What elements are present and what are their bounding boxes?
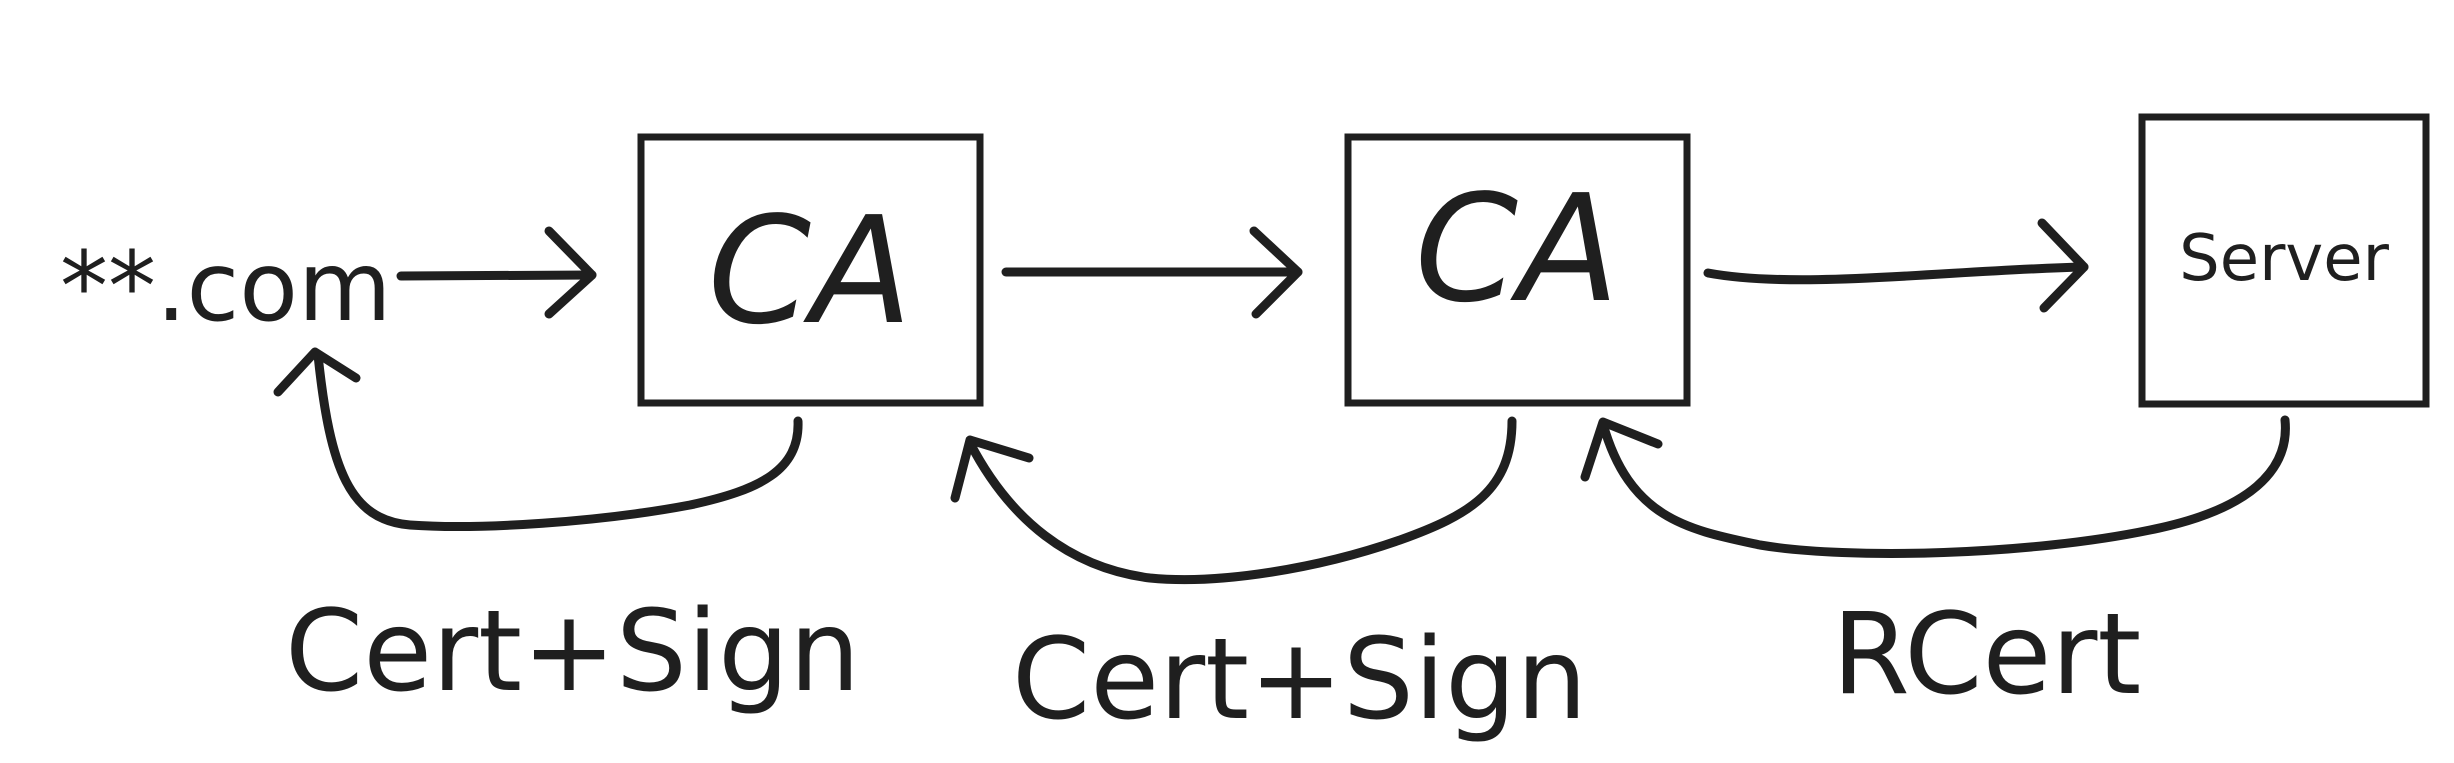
arrow-ca2-to-server bbox=[1703, 218, 2089, 313]
edge-label-server-to-ca2: RCert bbox=[1832, 590, 2141, 720]
domain-node-label: **.com bbox=[60, 231, 392, 343]
ca-node-1: CA bbox=[637, 133, 984, 407]
server-node: Server bbox=[2138, 113, 2430, 408]
arrow-server-to-ca2 bbox=[1580, 415, 2290, 558]
arrow-ca1-to-domain bbox=[273, 347, 803, 531]
arrow-domain-to-ca1 bbox=[396, 226, 597, 319]
ca-node-1-box bbox=[637, 133, 984, 407]
ca-node-2-box bbox=[1344, 133, 1691, 407]
ca-node-2: CA bbox=[1344, 133, 1691, 407]
server-node-box bbox=[2138, 113, 2430, 408]
edge-label-ca2-to-ca1: Cert+Sign bbox=[1012, 615, 1587, 745]
ca-node-2-label: CA bbox=[1415, 163, 1620, 335]
arrow-ca1-to-ca2 bbox=[1001, 226, 1303, 319]
server-node-label: Server bbox=[2179, 222, 2390, 296]
edge-label-ca1-to-domain: Cert+Sign bbox=[285, 587, 860, 717]
ca-node-1-label: CA bbox=[708, 185, 913, 357]
arrow-ca2-to-ca1 bbox=[950, 416, 1517, 585]
